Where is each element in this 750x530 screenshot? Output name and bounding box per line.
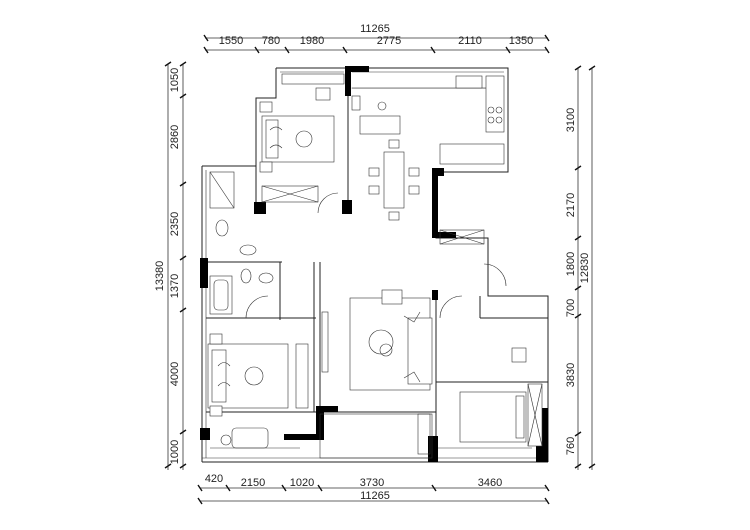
- top-dimension-6: 1350: [509, 35, 533, 47]
- left-dimension-6: 1000: [169, 440, 181, 464]
- sink: [455, 75, 483, 89]
- chair: [511, 347, 527, 363]
- sofa: [407, 317, 433, 385]
- right-dimension-5: 3830: [565, 363, 577, 387]
- top-dimensions: 11265 1550 780 1980 2775 2110 1350: [203, 23, 550, 54]
- right-dimension-2: 2170: [565, 193, 577, 217]
- top-dimension-2: 780: [262, 35, 280, 47]
- living-room: [321, 289, 433, 391]
- right-dimension-1: 3100: [565, 108, 577, 132]
- left-dimension-4: 1370: [169, 274, 181, 298]
- tv-cabinet: [321, 311, 329, 373]
- bottom-dimension-4: 3730: [360, 477, 384, 489]
- bottom-dimension-1: 420: [205, 473, 223, 485]
- chair: [315, 87, 331, 101]
- bottom-dimension-5: 3460: [478, 477, 502, 489]
- armchair: [381, 289, 403, 305]
- wardrobe: [295, 343, 309, 409]
- toilet: [215, 219, 229, 237]
- kitchen: [351, 75, 505, 245]
- top-total-dimension: 11265: [360, 23, 390, 35]
- balcony: [210, 413, 433, 459]
- counter: [359, 115, 401, 135]
- left-total-dimension: 13380: [154, 261, 166, 292]
- top-dimension-4: 2775: [377, 35, 401, 47]
- right-dimensions: 3100 2170 1800 700 3830 760 12830: [565, 65, 596, 470]
- bottom-dimensions: 420 2150 1020 3730 3460 11265: [197, 473, 550, 505]
- top-dimension-1: 1550: [219, 35, 243, 47]
- cabinet: [439, 143, 505, 165]
- top-dimension-3: 1980: [300, 35, 324, 47]
- left-dimensions: 13380 1050 2860 2350 1370 4000 1000: [154, 61, 187, 470]
- bathrooms: [209, 171, 274, 319]
- double-bed: [459, 391, 527, 443]
- double-bed: [261, 115, 335, 163]
- kitchen-counter: [485, 75, 505, 133]
- nightstand: [259, 101, 273, 113]
- left-dimension-2: 2860: [169, 125, 181, 149]
- second-bedroom: [207, 333, 309, 449]
- bottom-total-dimension: 11265: [360, 490, 390, 502]
- double-bed: [207, 343, 289, 409]
- left-dimension-3: 2350: [169, 212, 181, 236]
- coffee-table: [368, 329, 394, 355]
- top-dimension-5: 2110: [458, 35, 482, 47]
- bathtub: [209, 275, 233, 315]
- right-dimension-4: 700: [565, 299, 577, 317]
- right-dimension-3: 1800: [565, 252, 577, 276]
- right-dimension-6: 760: [565, 437, 577, 455]
- left-dimension-1: 1050: [169, 68, 181, 92]
- bottom-dimension-2: 2150: [241, 477, 265, 489]
- washbasin: [239, 244, 257, 256]
- master-bedroom: [259, 73, 345, 214]
- bottom-dimension-3: 1020: [290, 477, 314, 489]
- left-dimension-5: 4000: [169, 362, 181, 386]
- dining-table: [383, 151, 405, 209]
- right-total-dimension: 12830: [579, 253, 591, 284]
- lounge-chair: [231, 427, 269, 449]
